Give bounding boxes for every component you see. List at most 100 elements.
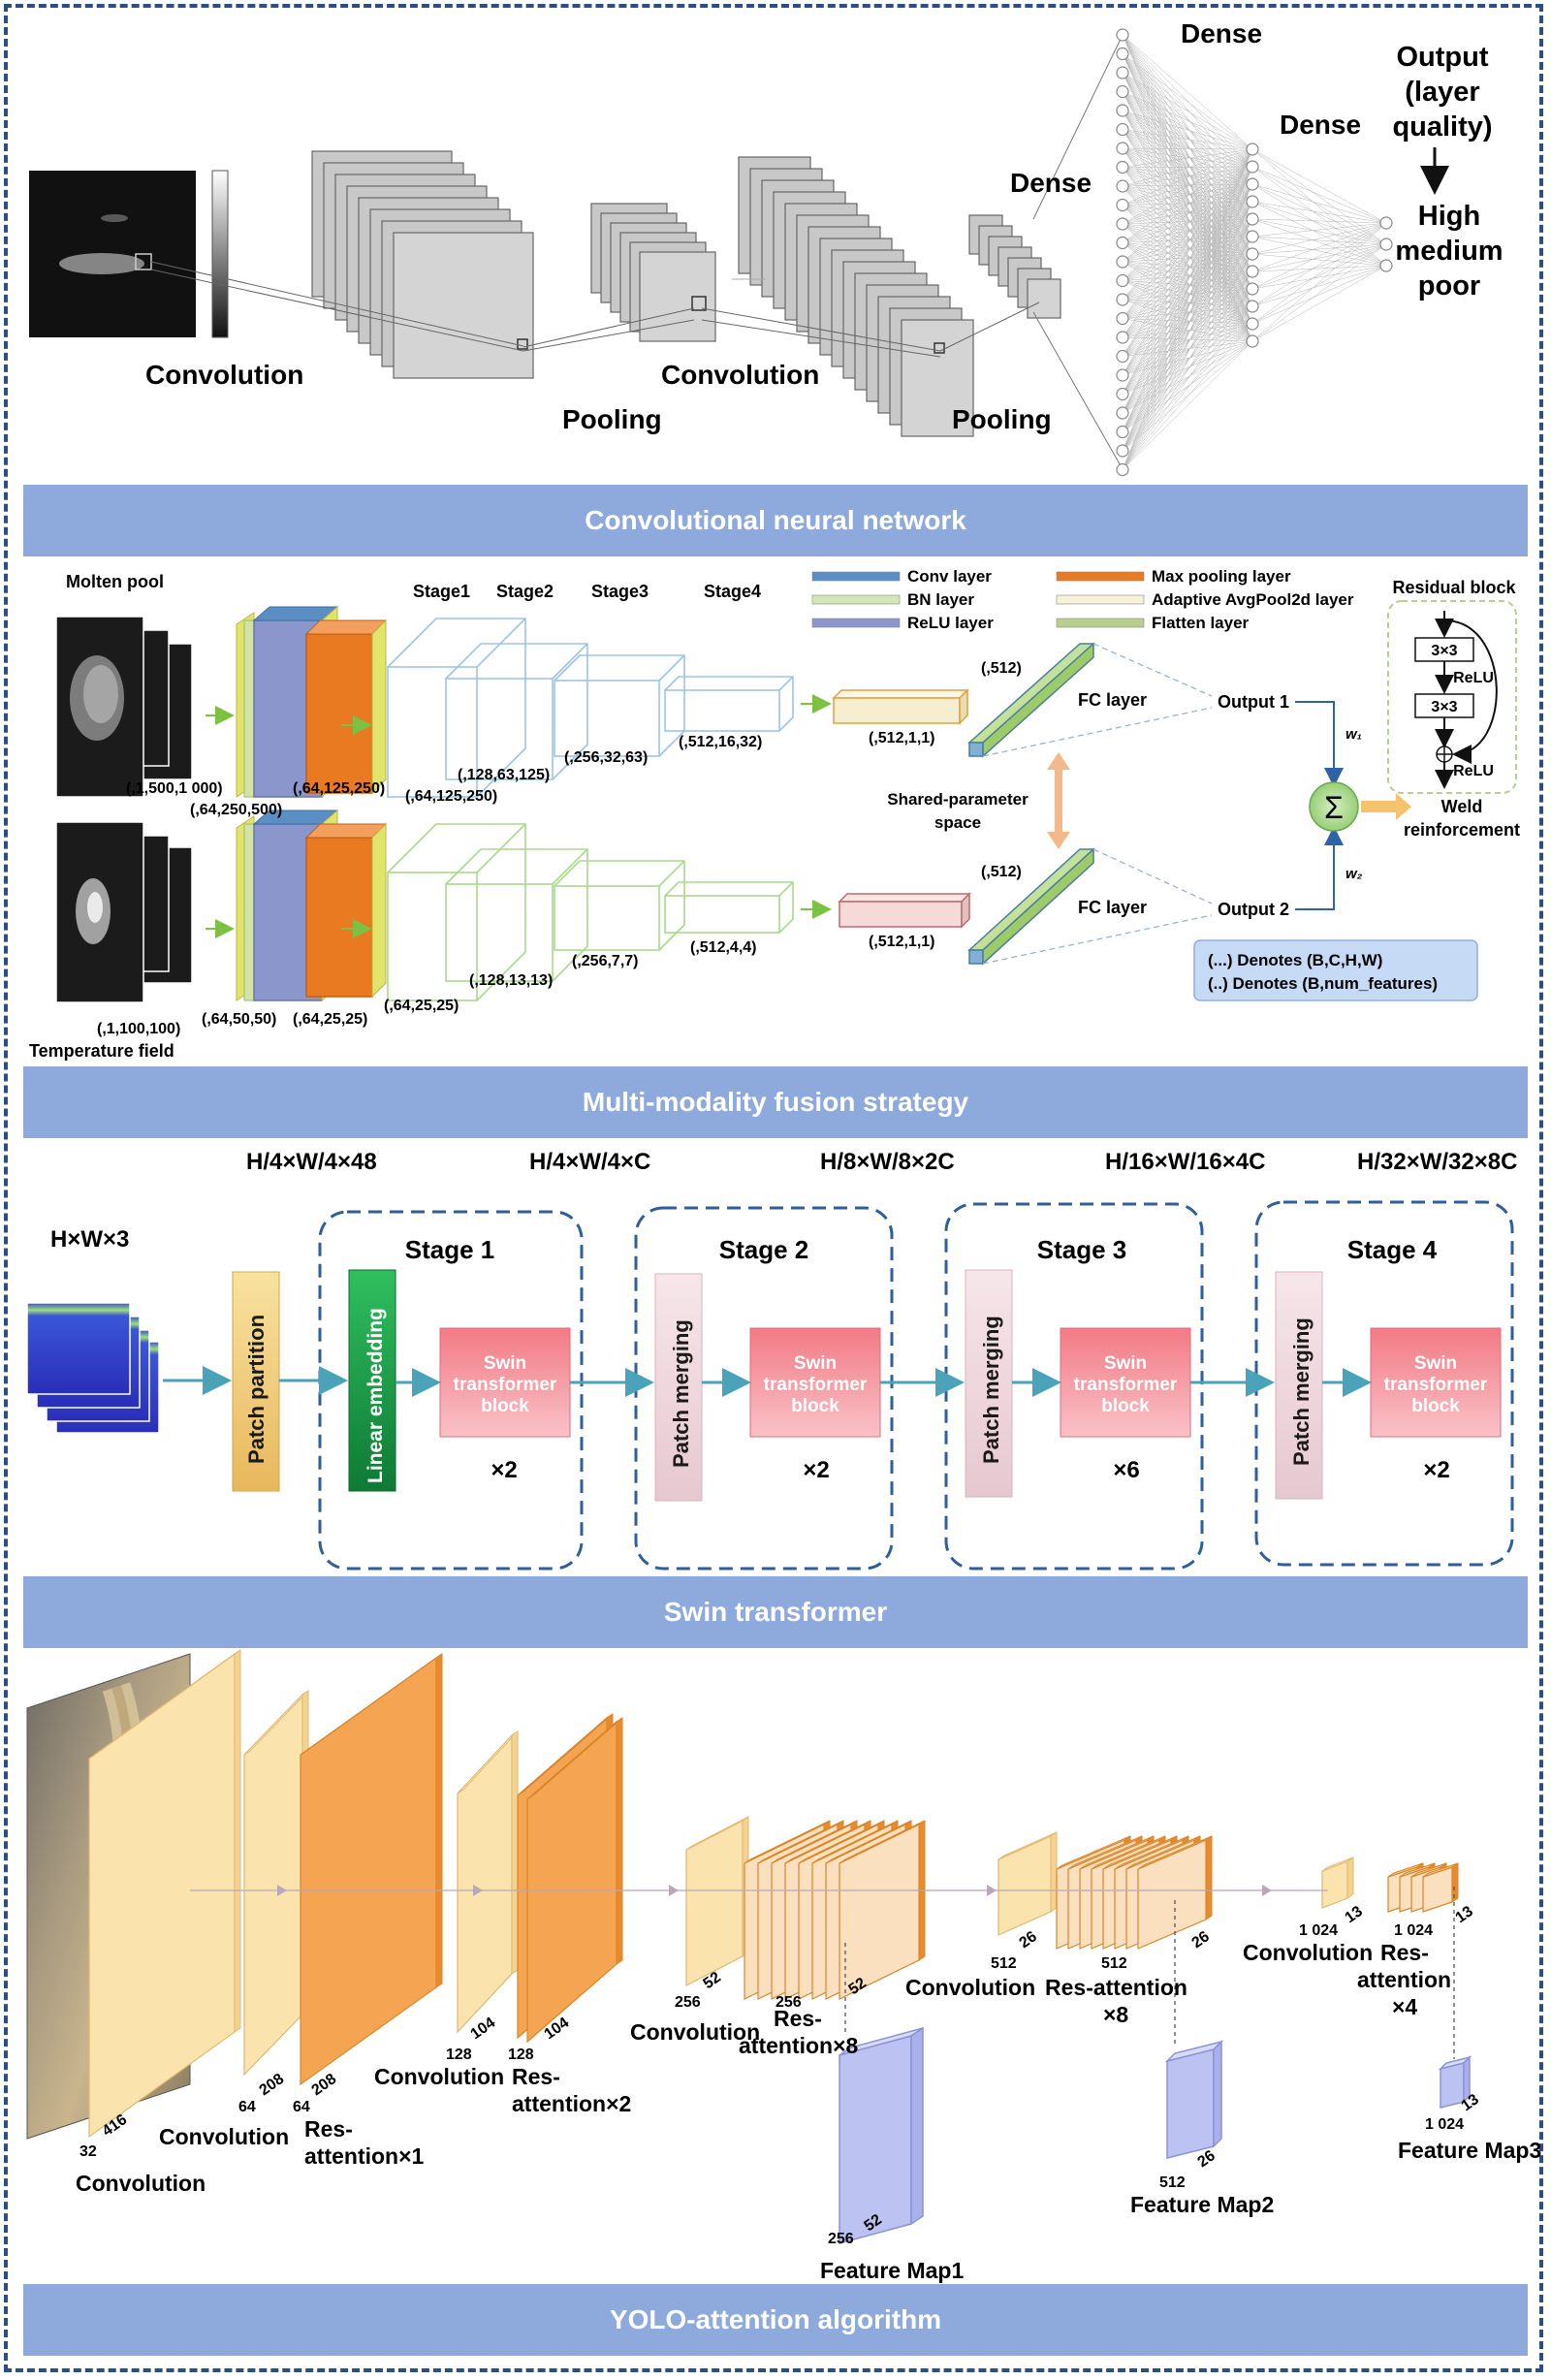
pool2-map-14 [901, 319, 974, 437]
residual-relu1-label: ReLU [1453, 670, 1494, 686]
label-output-layer: (layer [1405, 77, 1479, 108]
yolo-dim-128b: 128 [508, 2047, 534, 2063]
label-fc-bottom: FC layer [1078, 898, 1147, 917]
yolo-dim-1024b: 1 024 [1394, 1922, 1433, 1939]
yolo-label-conv-3: Convolution [374, 2064, 504, 2089]
patch-merging-label-2: Patch merging [979, 1316, 1003, 1464]
dense-node-1-2 [1246, 177, 1259, 191]
dense-node-1-7 [1246, 265, 1259, 278]
dense-node-1-5 [1246, 230, 1259, 243]
yolo-dim-104a: 104 [468, 2015, 499, 2043]
swin-block-3-label-2: block [1101, 1396, 1150, 1416]
label-convolution-2: Convolution [661, 360, 819, 390]
dense-node-1-6 [1246, 247, 1259, 261]
yolo-label-conv-5: Convolution [905, 1975, 1035, 2000]
dense-node-0-14 [1116, 293, 1129, 306]
cnn-section: Convolution Pooling Convolution Pooling … [29, 18, 1504, 477]
dim-top-4: (,128,63,125) [458, 767, 550, 783]
dense-node-0-7 [1116, 160, 1129, 175]
legend-swatch-4 [1056, 594, 1145, 605]
dense-network [1032, 28, 1393, 477]
banner-yolo: YOLO-attention algorithm [23, 2284, 1528, 2356]
legend-swatch-2 [811, 618, 901, 628]
dense-node-0-3 [1116, 84, 1129, 99]
dense-node-0-5 [1116, 122, 1129, 137]
label-stage1: Stage1 [413, 582, 470, 601]
swin-block-2-label-2: block [791, 1396, 839, 1416]
label-dense-2: Dense [1181, 18, 1262, 48]
dense-node-0-15 [1116, 311, 1129, 326]
label-class-medium: medium [1395, 236, 1503, 267]
patch-merging-block-1 [654, 1273, 703, 1502]
dense-node-0-20 [1116, 406, 1129, 420]
dense-node-0-21 [1116, 425, 1129, 439]
yolo-label-fm2: Feature Map2 [1130, 2192, 1274, 2217]
yolo-label-x4: ×4 [1392, 1994, 1417, 2019]
dense-node-1-4 [1246, 212, 1259, 226]
dense-node-0-9 [1116, 198, 1129, 212]
residual-conv1-label: 3×3 [1431, 643, 1457, 659]
label-w1: w₁ [1345, 726, 1362, 743]
dense-node-0-11 [1116, 236, 1129, 250]
dim-pool-top: (,512,1,1) [869, 730, 934, 746]
label-stage4: Stage4 [704, 582, 761, 601]
label-w2: w₂ [1345, 866, 1363, 882]
dense-feature-stack [968, 214, 1061, 319]
yolo-dim-13a: 13 [1343, 1903, 1366, 1926]
dense-node-1-1 [1246, 160, 1259, 174]
swin-block-4-label-1: transformer [1384, 1375, 1488, 1395]
dim-top-1: (,64,250,500) [190, 802, 282, 818]
legend-label-2: ReLU layer [907, 614, 994, 632]
legend-swatch-0 [811, 571, 901, 582]
yolo-label-fm3: Feature Map3 [1398, 2138, 1541, 2163]
banner-fusion: Multi-modality fusion strategy [23, 1066, 1528, 1138]
yolo-dim-32: 32 [79, 2143, 97, 2160]
patch-partition-block [232, 1271, 280, 1492]
label-molten-pool: Molten pool [66, 572, 164, 591]
dim-bottom-3: (,64,25,25) [384, 998, 459, 1014]
swin-block-3 [1060, 1327, 1191, 1438]
legend-label-3: Max pooling layer [1152, 567, 1291, 586]
grayscale-bar [211, 170, 229, 338]
dense-node-1-10 [1246, 317, 1259, 331]
yolo-dim-512a: 512 [991, 1955, 1017, 1972]
yolo-dim-fm3-1024: 1 024 [1425, 2116, 1464, 2133]
dense-node-0-6 [1116, 142, 1129, 155]
dim-fc-top: (,512) [981, 660, 1022, 677]
sum-symbol: Σ [1324, 790, 1344, 825]
yolo-dim-1024a: 1 024 [1299, 1922, 1338, 1939]
dense-node-0-1 [1116, 47, 1129, 61]
swin-block-3-label-0: Swin [1104, 1353, 1147, 1374]
dim-pool-bottom: (,512,1,1) [869, 934, 934, 950]
yolo-dim-26b: 26 [1189, 1928, 1213, 1952]
legend-label-1: BN layer [907, 590, 974, 609]
dense-node-0-10 [1116, 217, 1129, 231]
avgpool-slab-bottom [838, 892, 971, 929]
stage3-repeat: ×6 [1113, 1457, 1139, 1483]
fusion-section: Molten pool Temperature field [29, 567, 1520, 1061]
dense-node-0-4 [1116, 104, 1129, 117]
yolo-label-conv-4: Convolution [630, 2019, 760, 2045]
swin-block-1-label-0: Swin [484, 1353, 526, 1374]
feature-map-1 [839, 2026, 924, 2244]
swin-dim-3: H/16×W/16×4C [1105, 1149, 1265, 1175]
yolo-dim-512b: 512 [1101, 1955, 1127, 1972]
dense-node-0-0 [1116, 28, 1129, 42]
notation-box [1193, 939, 1478, 1001]
yolo-conv-3 [457, 1733, 513, 2034]
dense-node-2-2 [1379, 259, 1393, 272]
legend-swatch-1 [811, 594, 901, 605]
dim-bottom-6: (,512,4,4) [690, 939, 756, 956]
note-line1: (...) Denotes (B,C,H,W) [1208, 951, 1382, 969]
swin-section: H/4×W/4×48 H/4×W/4×C H/8×W/8×2C H/16×W/1… [26, 1149, 1517, 1571]
patch-partition-label: Patch partition [244, 1315, 269, 1464]
yolo-label-fm1: Feature Map1 [820, 2258, 964, 2283]
swin-dim-2: H/8×W/8×2C [820, 1149, 955, 1175]
dim-top-6: (,512,16,32) [679, 734, 762, 750]
linear-embedding-label: Linear embedding [364, 1308, 387, 1483]
stage1-title: Stage 1 [405, 1235, 495, 1264]
yolo-label-conv-2: Convolution [159, 2124, 289, 2149]
conv1-map-7 [393, 232, 534, 379]
